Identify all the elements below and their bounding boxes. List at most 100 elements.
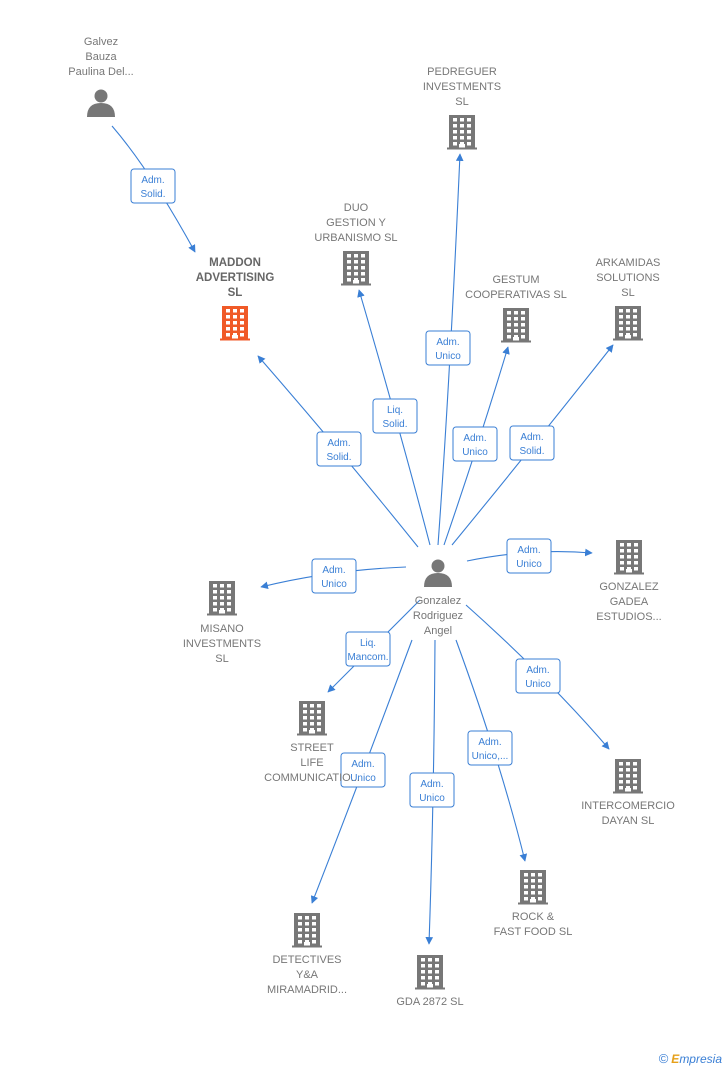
node-label: SOLUTIONS <box>596 272 660 284</box>
node-label: STREET <box>290 742 334 754</box>
edge-label-box[interactable] <box>425 330 471 366</box>
node-label: ESTUDIOS... <box>596 611 661 623</box>
building-icon[interactable] <box>613 306 643 341</box>
edge-label-text: Unico <box>516 559 542 570</box>
person-icon[interactable] <box>424 559 452 588</box>
node-label: MIRAMADRID... <box>267 984 347 996</box>
edge-label-box[interactable] <box>506 538 552 574</box>
node-label: COMMUNICATIO... <box>264 772 360 784</box>
building-icon[interactable] <box>614 540 644 575</box>
edge-label-text: Unico <box>419 793 445 804</box>
edge-label-text: Liq. <box>387 405 403 416</box>
edge-gonzalez-street: Liq.Mancom. <box>327 599 421 693</box>
node-label: SL <box>215 653 228 665</box>
node-label: GDA 2872 SL <box>396 996 463 1008</box>
edge-gonzalez-gestum: Adm. Unico <box>443 346 510 546</box>
edge-label-box[interactable] <box>509 425 555 461</box>
edge-label-box[interactable] <box>311 558 357 594</box>
person-icon[interactable] <box>87 89 115 118</box>
node-label: MADDON <box>209 257 261 269</box>
node-gestum[interactable]: GESTUM COOPERATIVAS SL <box>465 274 567 343</box>
node-label: INVESTMENTS <box>183 638 261 650</box>
edge-label-text: Adm. <box>517 545 540 556</box>
edge-label-text: Unico <box>462 447 488 458</box>
building-icon[interactable] <box>220 306 250 341</box>
edge-gonzalez-rock: Adm.Unico,... <box>455 639 528 862</box>
edge-label-text: Adm. <box>478 737 501 748</box>
edge-label-box[interactable] <box>452 426 498 462</box>
edge-gonzalez-detectives: Adm. Unico <box>310 639 413 904</box>
edge-label-text: Unico <box>435 351 461 362</box>
node-label: ARKAMIDAS <box>596 257 661 269</box>
node-label: Rodriguez <box>413 610 463 622</box>
building-icon[interactable] <box>341 251 371 286</box>
edge-label-text: Adm. <box>526 665 549 676</box>
edge-label-text: Adm. <box>420 779 443 790</box>
node-label: GESTION Y <box>326 217 386 229</box>
node-label: MISANO <box>200 623 244 635</box>
copyright-icon: © <box>658 1051 669 1066</box>
node-label: SL <box>228 287 243 299</box>
edge-label-text: Unico <box>321 579 347 590</box>
node-misano[interactable]: MISANO INVESTMENTS SL <box>183 581 261 665</box>
edge-label-text: Adm. <box>322 565 345 576</box>
building-icon[interactable] <box>501 308 531 343</box>
edge-gonzalez-duo: Liq. Solid. <box>357 289 431 546</box>
node-label: DAYAN SL <box>602 815 655 827</box>
building-icon[interactable] <box>297 701 327 736</box>
node-label: ADVERTISING <box>196 272 275 284</box>
node-gda[interactable]: GDA 2872 SL <box>396 955 464 1008</box>
edge-label-text: Solid. <box>326 452 351 463</box>
node-rock[interactable]: ROCK &FAST FOOD SL <box>494 870 573 938</box>
edge-label-box[interactable] <box>409 772 455 808</box>
edge-gonzalez-pedreguer: Adm. Unico <box>425 153 471 546</box>
edge-label-text: Adm. <box>463 433 486 444</box>
edge-label-box[interactable] <box>130 168 176 204</box>
node-label: Angel <box>424 625 452 637</box>
building-icon[interactable] <box>292 913 322 948</box>
building-icon[interactable] <box>518 870 548 905</box>
node-label: GESTUM <box>492 274 539 286</box>
node-label: GONZALEZ <box>599 581 659 593</box>
node-label: Paulina Del... <box>68 66 133 78</box>
edge-label-text: Solid. <box>382 419 407 430</box>
node-label: FAST FOOD SL <box>494 926 573 938</box>
edge-label-text: Solid. <box>519 446 544 457</box>
building-icon[interactable] <box>613 759 643 794</box>
edge-label-box[interactable] <box>372 398 418 434</box>
edge-label-box[interactable] <box>345 631 391 667</box>
node-maddon[interactable]: MADDON ADVERTISING SL <box>196 257 275 341</box>
edge-gonzalez-maddon: Adm. Solid. <box>257 355 419 548</box>
footer-brand: ©Empresia <box>659 1051 722 1066</box>
edge-label-box[interactable] <box>467 730 513 766</box>
node-label: INVESTMENTS <box>423 81 501 93</box>
building-icon[interactable] <box>447 115 477 150</box>
node-detectives[interactable]: DETECTIVES Y&A MIRAMADRID... <box>267 913 347 996</box>
edge-label-box[interactable] <box>340 752 386 788</box>
building-icon[interactable] <box>207 581 237 616</box>
node-label: Gonzalez <box>415 595 461 607</box>
edge-label-box[interactable] <box>316 431 362 467</box>
node-label: DUO <box>344 202 369 214</box>
brand-initial: E <box>671 1052 680 1066</box>
edge-label-text: Unico <box>350 773 376 784</box>
edge-label-text: Adm. <box>436 337 459 348</box>
node-label: LIFE <box>300 757 323 769</box>
edge-label-text: Adm. <box>351 759 374 770</box>
node-label: DETECTIVES <box>272 954 341 966</box>
node-gonzalez_gadea[interactable]: GONZALEZGADEAESTUDIOS... <box>596 540 662 623</box>
node-label: SL <box>455 96 468 108</box>
building-icon[interactable] <box>415 955 445 990</box>
edge-label-box[interactable] <box>515 658 561 694</box>
edge-label-text: Adm. <box>327 438 350 449</box>
node-label: Y&A <box>296 969 319 981</box>
node-label: COOPERATIVAS SL <box>465 289 567 301</box>
node-street[interactable]: STREET LIFE COMMUNICATIO... <box>264 701 360 784</box>
